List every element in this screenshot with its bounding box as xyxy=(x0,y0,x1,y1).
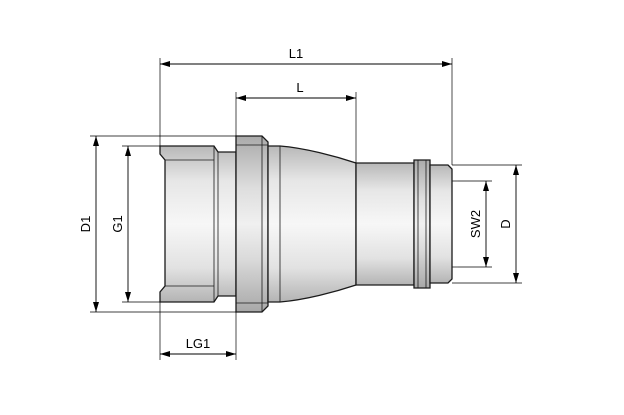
pipe-section xyxy=(355,162,415,286)
dim-lg1-label: LG1 xyxy=(186,336,211,351)
dim-d1-label: D1 xyxy=(78,216,93,233)
dim-l1-label: L1 xyxy=(289,46,303,61)
hex-collar xyxy=(235,135,269,313)
conical-section xyxy=(267,145,357,303)
spigot-end xyxy=(429,164,453,284)
dim-g1-label: G1 xyxy=(110,215,125,232)
groove-ring xyxy=(413,159,431,289)
fitting-body xyxy=(159,135,458,313)
dim-sw2-label: SW2 xyxy=(468,210,483,238)
dimensions: L1 L LG1 D1 G1 SW2 xyxy=(78,46,522,360)
threaded-end xyxy=(159,145,237,303)
dim-d-label: D xyxy=(498,219,513,228)
dim-l-label: L xyxy=(296,80,303,95)
